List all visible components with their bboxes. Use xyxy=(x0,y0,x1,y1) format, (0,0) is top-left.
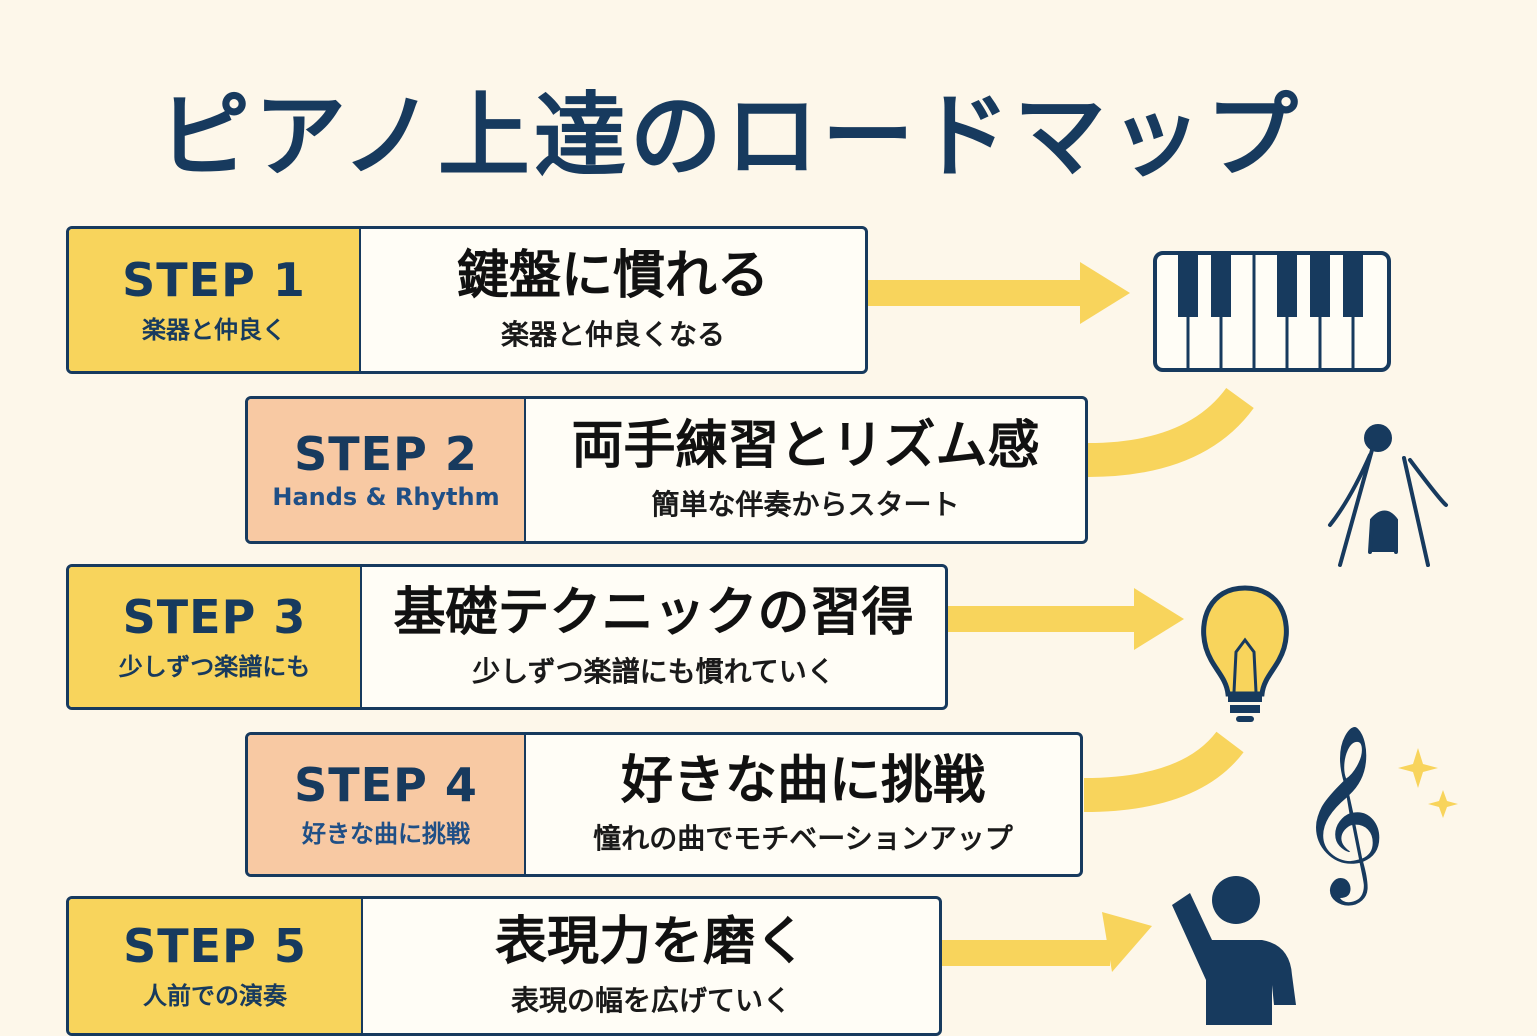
step-heading: 鍵盤に慣れる xyxy=(456,246,769,307)
treble-clef-icon: 𝄞 xyxy=(1298,724,1387,906)
step-number: STEP 1 xyxy=(122,253,306,308)
step-heading: 好きな曲に挑戦 xyxy=(620,750,985,811)
step-heading: 表現力を磨く xyxy=(494,912,807,973)
step-heading: 両手練習とリズム感 xyxy=(571,416,1040,477)
step-number: STEP 5 xyxy=(123,919,307,974)
piano-keyboard-icon xyxy=(1153,251,1391,372)
step-body-4: 好きな曲に挑戦 憧れの曲でモチベーションアップ xyxy=(526,735,1080,874)
step-description: 楽器と仲良くなる xyxy=(500,317,725,351)
step-heading: 基礎テクニックの習得 xyxy=(393,583,914,644)
curve-connector-4 xyxy=(1083,731,1244,812)
metronome-icon xyxy=(1328,424,1448,567)
step-number: STEP 4 xyxy=(294,757,478,812)
curve-connector-2 xyxy=(1087,387,1254,477)
step-card-4: STEP 4 好きな曲に挑戦 好きな曲に挑戦 憧れの曲でモチベーションアップ xyxy=(245,732,1083,877)
step-body-2: 両手練習とリズム感 簡単な伴奏からスタート xyxy=(526,399,1085,541)
step-card-2: STEP 2 Hands & Rhythm 両手練習とリズム感 簡単な伴奏からス… xyxy=(245,396,1088,544)
step-body-1: 鍵盤に慣れる 楽器と仲良くなる xyxy=(361,229,865,371)
step-tag-subtitle: 好きな曲に挑戦 xyxy=(302,820,470,849)
step-card-3: STEP 3 少しずつ楽譜にも 基礎テクニックの習得 少しずつ楽譜にも慣れていく xyxy=(66,564,948,710)
step-number: STEP 2 xyxy=(294,426,478,481)
step-body-3: 基礎テクニックの習得 少しずつ楽譜にも慣れていく xyxy=(362,567,945,707)
step-description: 少しずつ楽譜にも慣れていく xyxy=(472,654,835,688)
step-tag-subtitle: 楽器と仲良く xyxy=(142,315,286,344)
step-description: 簡単な伴奏からスタート xyxy=(651,487,960,521)
step-description: 表現の幅を広げていく xyxy=(510,983,791,1017)
arrow-step-5 xyxy=(940,912,1152,972)
page-title: ピアノ上達のロードマップ xyxy=(158,83,1302,190)
step-tag-subtitle: 少しずつ楽譜にも xyxy=(118,652,311,681)
arrow-step-3 xyxy=(946,588,1184,650)
step-number: STEP 3 xyxy=(122,590,307,645)
step-tag-3: STEP 3 少しずつ楽譜にも xyxy=(69,567,362,707)
step-tag-subtitle: Hands & Rhythm xyxy=(272,483,500,512)
arrow-step-1 xyxy=(866,262,1130,324)
step-tag-1: STEP 1 楽器と仲良く xyxy=(69,229,361,371)
step-description: 憧れの曲でモチベーションアップ xyxy=(593,822,1013,856)
step-tag-4: STEP 4 好きな曲に挑戦 xyxy=(248,735,526,874)
lightbulb-icon xyxy=(1201,585,1289,722)
step-tag-2: STEP 2 Hands & Rhythm xyxy=(248,399,526,541)
step-card-5: STEP 5 人前での演奏 表現力を磨く 表現の幅を広げていく xyxy=(66,896,942,1036)
performer-icon xyxy=(1172,876,1296,1025)
step-card-1: STEP 1 楽器と仲良く 鍵盤に慣れる 楽器と仲良くなる xyxy=(66,226,868,374)
step-tag-5: STEP 5 人前での演奏 xyxy=(69,899,363,1033)
step-body-5: 表現力を磨く 表現の幅を広げていく xyxy=(363,899,939,1033)
step-tag-subtitle: 人前での演奏 xyxy=(143,981,287,1010)
sparkle-icon xyxy=(1398,748,1458,818)
